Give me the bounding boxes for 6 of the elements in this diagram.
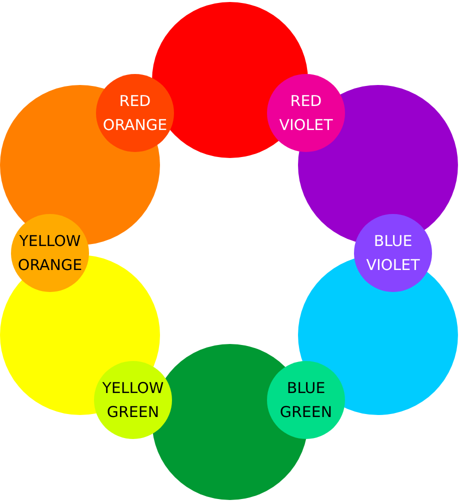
circle-label: RED VIOLET — [278, 91, 334, 136]
circle-label: YELLOW GREEN — [101, 378, 165, 423]
circle-label: BLUE VIOLET — [365, 231, 421, 276]
circle-label: YELLOW ORANGE — [16, 231, 84, 276]
circle-label: RED ORANGE — [102, 91, 168, 136]
circle-label: BLUE GREEN — [278, 378, 334, 423]
